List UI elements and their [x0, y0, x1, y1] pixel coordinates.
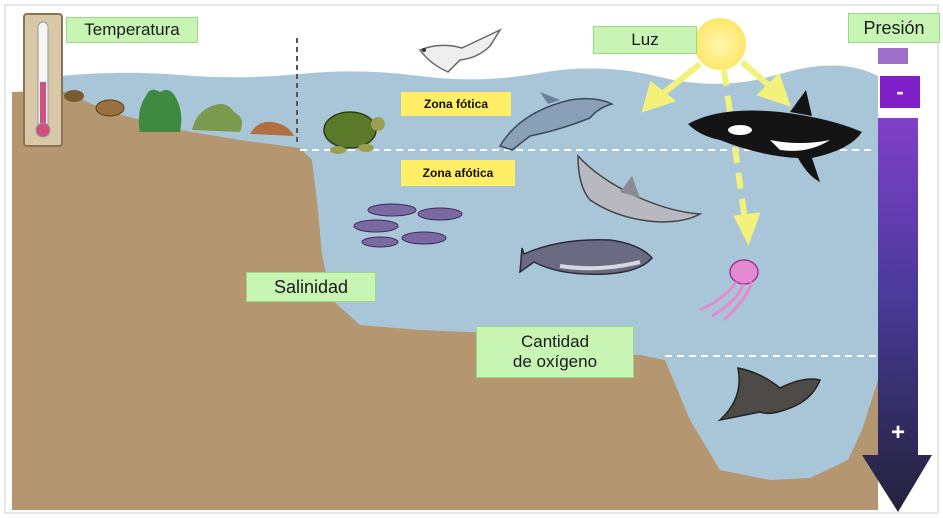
- label-zona-fotica: Zona fótica: [401, 92, 511, 116]
- label-oxigeno-line1: Cantidad: [521, 332, 589, 352]
- label-salinidad: Salinidad: [246, 272, 376, 302]
- pressure-low-sign: -: [880, 76, 920, 108]
- label-oxigeno-line2: de oxígeno: [513, 352, 597, 372]
- pressure-top-block: [878, 48, 908, 64]
- label-temperatura: Temperatura: [66, 17, 198, 43]
- label-oxigeno: Cantidad de oxígeno: [476, 326, 634, 378]
- label-zona-afotica: Zona afótica: [401, 160, 515, 186]
- label-luz: Luz: [593, 26, 697, 54]
- label-presion: Presión: [848, 13, 940, 43]
- pressure-high-sign: +: [880, 418, 916, 448]
- thermometer-icon: [24, 14, 62, 146]
- sun-icon: [694, 18, 746, 70]
